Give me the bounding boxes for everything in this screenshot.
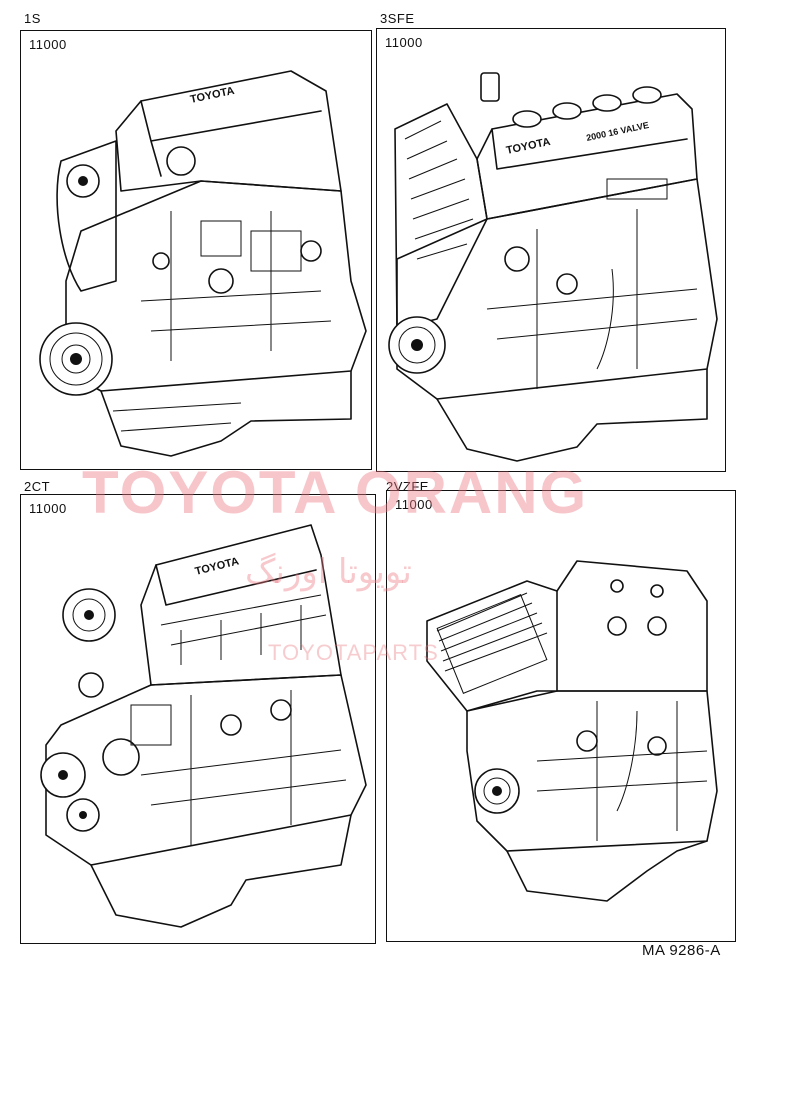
- watermark-subtext: TOYOTAPARTS: [268, 640, 439, 665]
- engine-label-3sfe: 3SFE: [380, 11, 415, 26]
- part-number-3sfe: 11000: [385, 35, 423, 50]
- logo-toyota-2ct: TOYOTA: [194, 555, 240, 577]
- logo-toyota-1s: TOYOTA: [189, 85, 235, 106]
- valve-text-3sfe: 2000 16 VALVE: [585, 120, 649, 143]
- engine-drawing-1s: TOYOTA: [39, 70, 367, 457]
- engine-drawing-3sfe: TOYOTA 2000 16 VALVE: [388, 72, 718, 462]
- panel-2ct: 11000 TOYOTA: [20, 494, 376, 944]
- reference-code: MA 9286-A: [642, 942, 721, 959]
- engine-drawing-2vzfe: [426, 560, 718, 902]
- panel-2vzfe: 11000: [386, 490, 736, 942]
- engine-drawing-2ct: TOYOTA: [40, 524, 367, 928]
- engine-label-1s: 1S: [24, 11, 41, 26]
- engine-label-2ct: 2CT: [24, 479, 51, 494]
- part-number-1s: 11000: [29, 37, 67, 52]
- logo-toyota-3sfe: TOYOTA: [505, 136, 551, 157]
- part-number-2vzfe: 11000: [395, 497, 433, 512]
- part-number-2ct: 11000: [29, 501, 67, 516]
- panel-1s: 11000 TOYOTA: [20, 30, 372, 470]
- watermark-arabic-text: تويوتا اورنگ: [245, 552, 412, 592]
- panel-3sfe: 11000 TOYOTA 2000 16 VALVE: [376, 28, 726, 472]
